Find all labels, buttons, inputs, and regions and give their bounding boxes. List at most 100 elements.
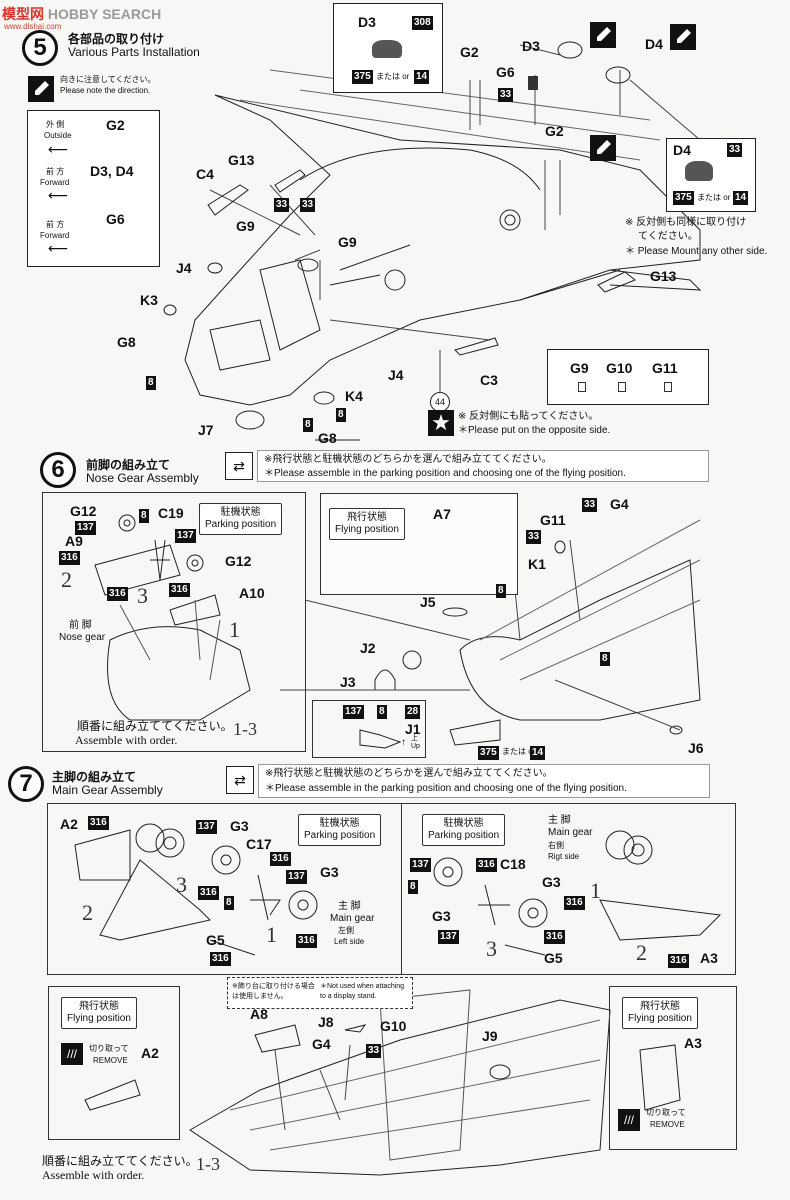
nose-gear-en: Nose gear — [59, 632, 106, 643]
watermark-search: HOBBY SEARCH — [47, 6, 162, 22]
part-j1: J1 — [405, 721, 421, 737]
d4-label: D4 — [673, 142, 691, 158]
stand-note-en: ＊Not used when attaching to a display st… — [320, 983, 405, 1000]
color-tag: 137 — [410, 858, 431, 872]
watermark-brand: 模型网 — [2, 6, 44, 22]
main-gear-right-jp: 主 脚 — [548, 815, 571, 826]
right-side-en: Rigt side — [548, 852, 580, 861]
or-label: または or — [376, 72, 410, 81]
cut-jp: 切り取って — [89, 1044, 129, 1053]
color-tag: 14 — [414, 70, 430, 84]
order-note-en: Assemble with order. — [75, 733, 178, 747]
color-tag: 316 — [169, 583, 190, 597]
g10-part-icon — [618, 382, 626, 392]
color-tag: 316 — [564, 896, 585, 910]
step-7-number: 7 — [8, 766, 44, 802]
legend-3-en: Forward — [40, 231, 70, 240]
part-g13: G13 — [650, 268, 677, 284]
helicopter-body-outline — [184, 94, 701, 406]
color-tag: 316 — [88, 816, 109, 830]
part-g3: G3 — [542, 874, 561, 890]
step-7-note-bar: ※飛行状態と駐機状態のどちらかを選んで組み立ててください。 ＊Please as… — [258, 764, 710, 798]
part-g5: G5 — [206, 932, 225, 948]
left-side-en: Left side — [334, 937, 365, 946]
flying-label: 飛行状態 Flying position — [329, 508, 405, 540]
order-note-jp: 順番に組み立ててください。 — [42, 1154, 198, 1168]
part-a10: A10 — [239, 585, 265, 601]
cut-en: REMOVE — [650, 1120, 685, 1129]
part-j9: J9 — [482, 1028, 498, 1044]
part-g4: G4 — [312, 1036, 331, 1052]
parking-jp: 駐機状態 — [443, 818, 484, 829]
g9-part-icon — [578, 382, 586, 392]
flying-label: 飛行状態 Flying position — [61, 997, 137, 1029]
sequence-number: 1 — [266, 922, 277, 947]
color-tag: 8 — [224, 896, 234, 910]
direction-note-jp: 向きに注意してください。 — [60, 75, 156, 84]
d3-color-box: D3 308 375 または or 14 — [333, 3, 443, 93]
parking-en: Parking position — [205, 519, 277, 530]
g11-part-icon — [664, 382, 672, 392]
part-j4: J4 — [388, 367, 404, 383]
part-a9: A9 — [65, 533, 83, 549]
color-tag: 8 — [377, 705, 387, 719]
color-tag: 316 — [210, 952, 231, 966]
parking-en: Parking position — [304, 830, 376, 841]
part-d3: D3 — [522, 38, 540, 54]
legend-3-part: G6 — [106, 211, 125, 227]
sequence-number: 2 — [82, 900, 93, 925]
paint-brush-icon — [590, 135, 616, 161]
sequence-number: 3 — [486, 936, 497, 961]
color-tag: 33 — [366, 1044, 382, 1058]
order-note-jp: 順番に組み立ててください。 — [77, 719, 233, 733]
right-side-jp: 右側 — [548, 841, 564, 850]
cut-icon: /// — [618, 1109, 640, 1131]
main-gear-left-jp: 主 脚 — [338, 901, 361, 912]
decal-note-en: ＊Please put on the opposite side. — [458, 425, 611, 436]
part-g13: G13 — [228, 152, 255, 168]
step-7-note-en: ＊Please assemble in the parking position… — [265, 783, 627, 794]
decal-number: 44 — [430, 392, 450, 412]
part-a3: A3 — [684, 1035, 702, 1051]
part-g10: G10 — [380, 1018, 407, 1034]
color-tag: 316 — [107, 587, 128, 601]
part-g12: G12 — [70, 503, 97, 519]
part-k1: K1 — [528, 556, 546, 572]
legend-3-jp: 前 方 — [46, 220, 65, 229]
color-tag: 33 — [582, 498, 598, 512]
color-tag: 8 — [303, 418, 313, 432]
g-parts-box: G9 G10 G11 — [547, 349, 709, 405]
part-a2: A2 — [141, 1045, 159, 1061]
color-tag: 316 — [668, 954, 689, 968]
legend-1-jp: 外 側 — [46, 120, 65, 129]
part-g8: G8 — [117, 334, 136, 350]
or-label: または or — [502, 747, 536, 756]
parking-label: 駐機状態 Parking position — [422, 814, 506, 846]
part-a3: A3 — [700, 950, 718, 966]
decal-star-icon: ★ — [428, 410, 454, 436]
step-7-title-en: Main Gear Assembly — [52, 783, 163, 797]
order-range: 1-3 — [196, 1154, 220, 1174]
step-5-title-en: Various Parts Installation — [68, 45, 200, 59]
d3-part-icon — [372, 40, 402, 58]
or-label: または or — [697, 193, 731, 202]
step-7-flying-panel-left: 飛行状態 Flying position /// 切り取って REMOVE A2 — [48, 986, 180, 1140]
legend-1-en: Outside — [44, 131, 72, 140]
color-tag: 375 — [352, 70, 373, 84]
parking-jp: 駐機状態 — [220, 507, 261, 518]
stand-note-jp: ※飾り台に取り付ける場合は使用しません。 — [232, 983, 315, 1000]
up-en: Up — [411, 743, 420, 750]
paint-brush-icon — [590, 22, 616, 48]
d4-part-icon — [685, 161, 713, 181]
part-g2: G2 — [460, 44, 479, 60]
direction-note-en: Please note the direction. — [60, 86, 151, 95]
g10-label: G10 — [606, 360, 633, 376]
part-c19: C19 — [158, 505, 184, 521]
part-c3: C3 — [480, 372, 498, 388]
arrow-left-icon: ⟵ — [48, 187, 69, 203]
g6-part-icon — [528, 76, 538, 90]
part-j8: J8 — [318, 1014, 334, 1030]
color-tag: 14 — [733, 191, 749, 205]
step-6-parking-panel: 駐機状態 Parking position G12 137 8 C19 137 … — [42, 492, 306, 752]
mount-note-en: ＊ Please Mount any other side. — [625, 246, 768, 257]
